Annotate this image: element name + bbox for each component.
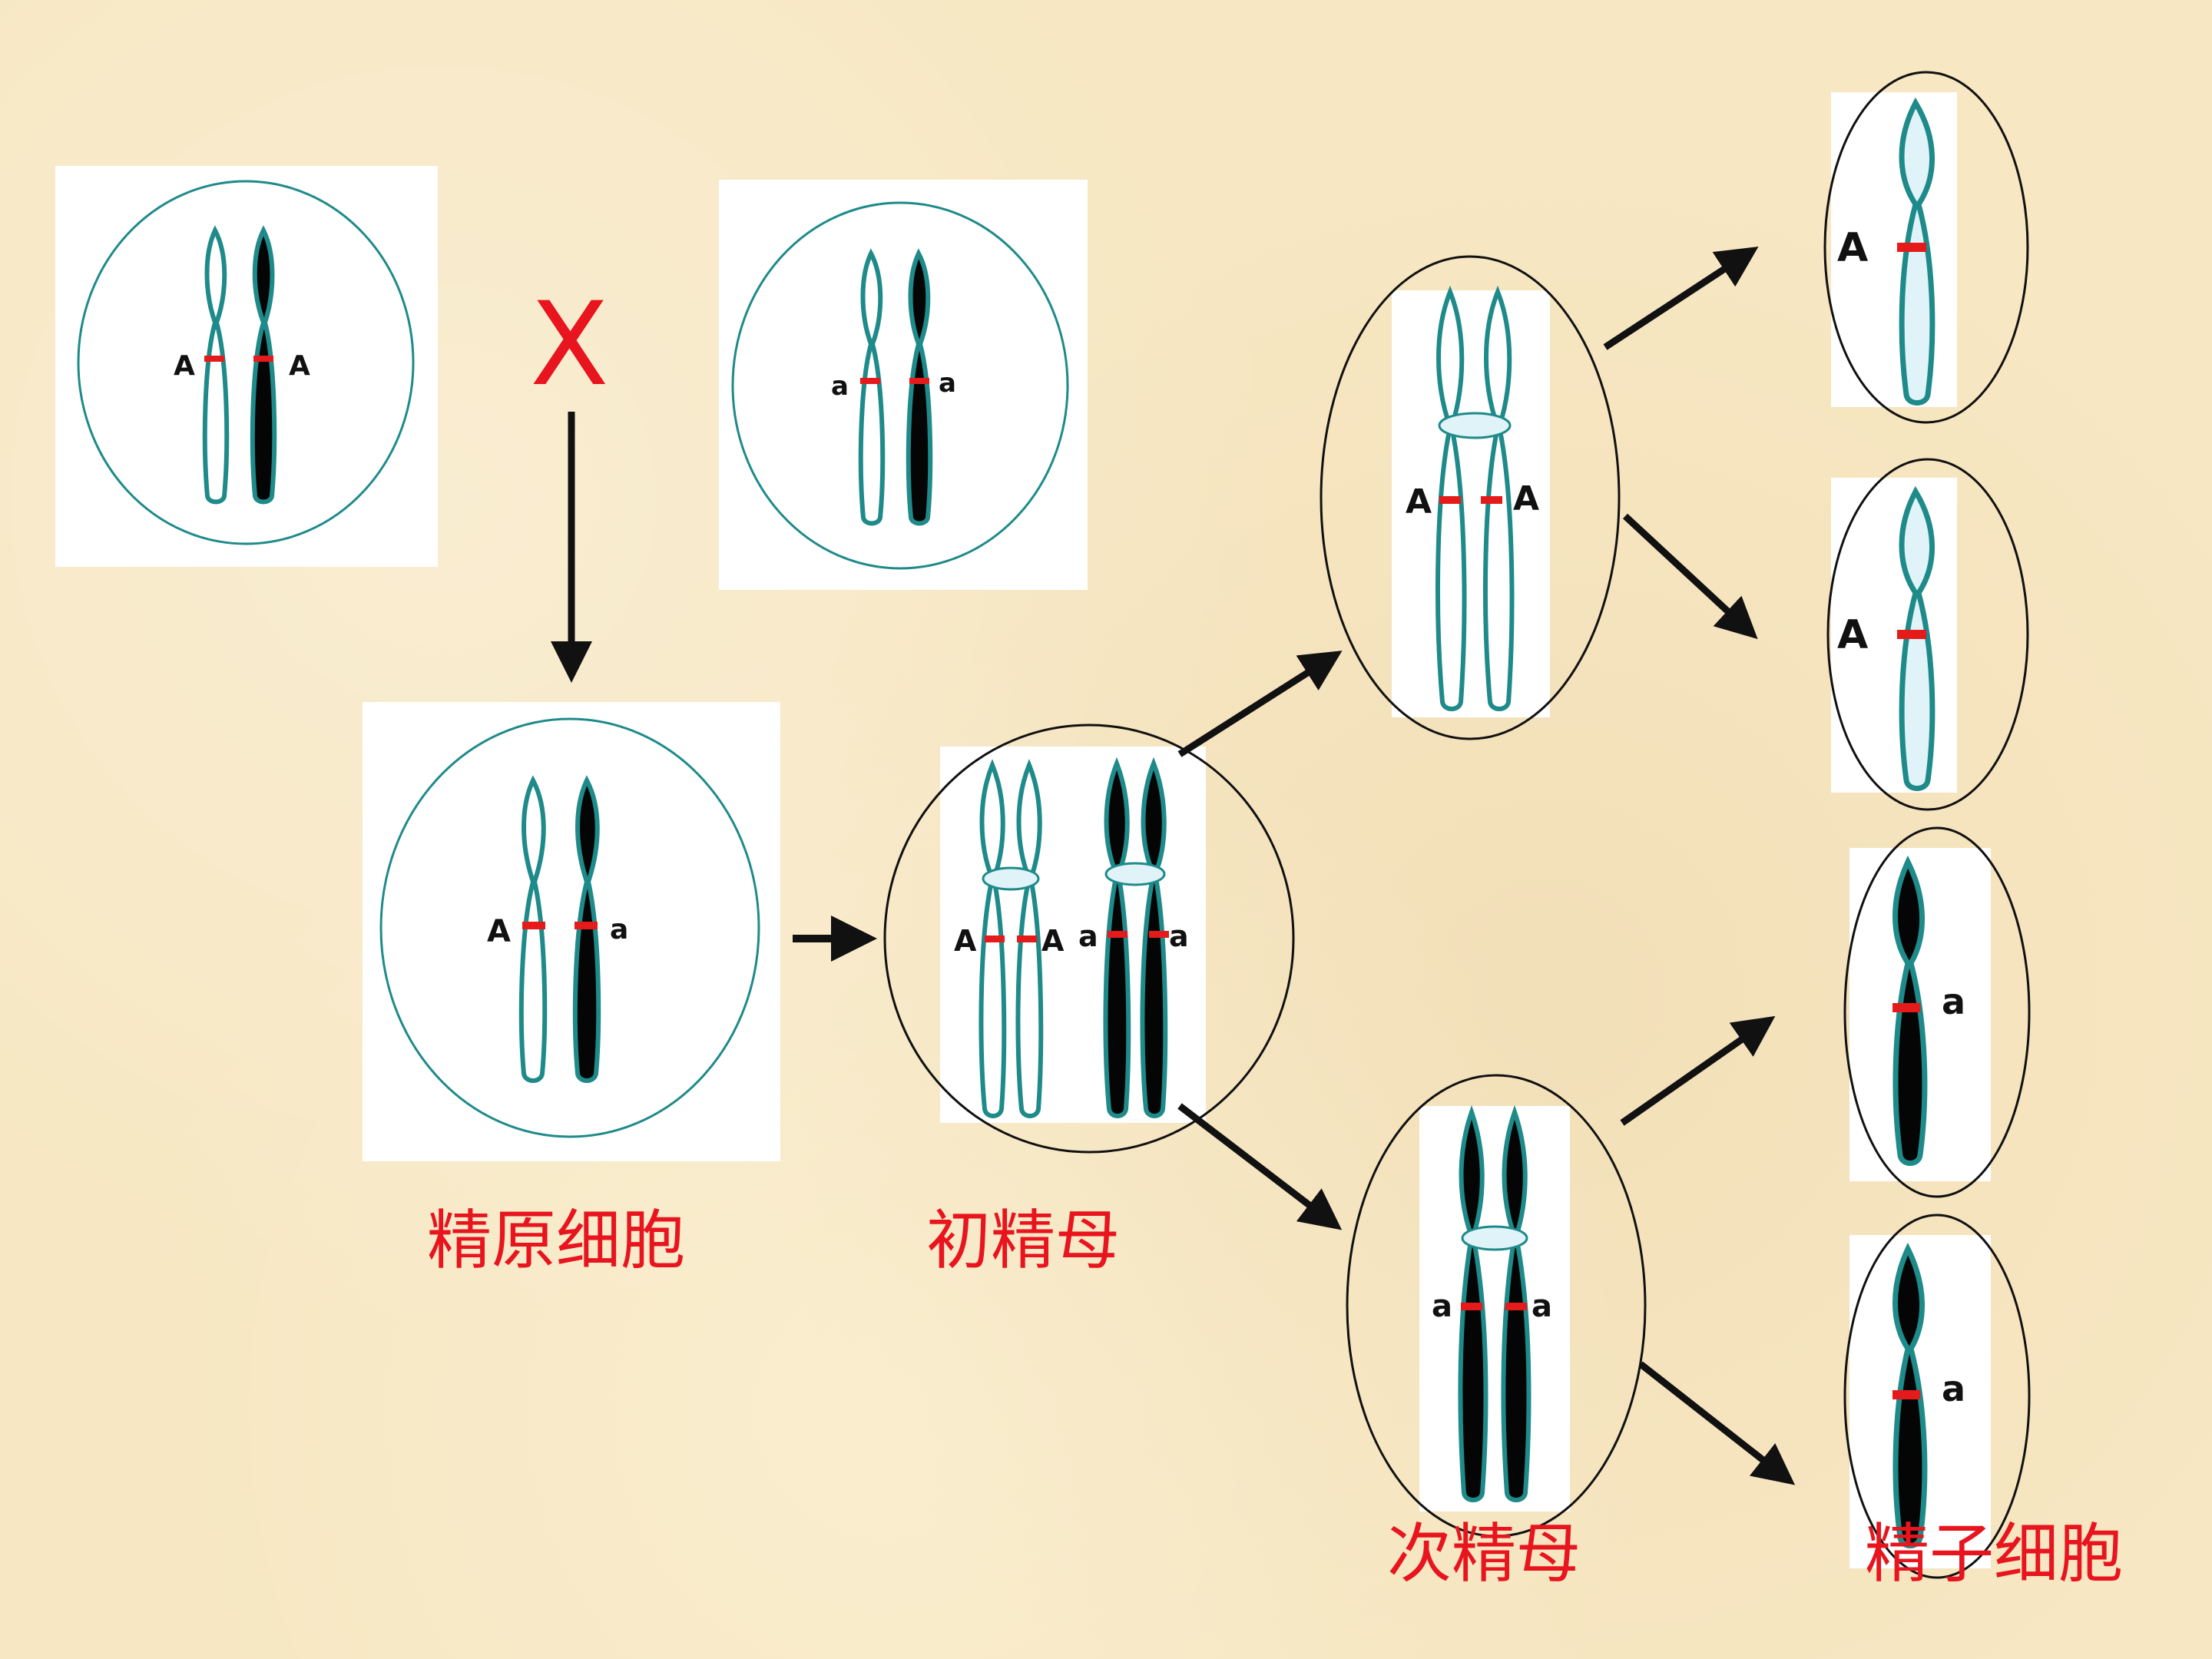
sperm-cell-2: A bbox=[1826, 458, 2029, 811]
chromosome-dark bbox=[1892, 855, 1928, 1166]
chromosome-dark bbox=[250, 225, 277, 505]
gene-label: a bbox=[939, 368, 956, 399]
secondary-spermatocyte-A: A A bbox=[1320, 255, 1621, 740]
centromere bbox=[1104, 862, 1166, 886]
gene-label: A bbox=[174, 350, 195, 382]
gene-label: A bbox=[1513, 479, 1539, 518]
gene-label: a bbox=[1078, 919, 1098, 953]
arrow-to-sperm-3 bbox=[1620, 1015, 1776, 1126]
gene-label: a bbox=[1942, 981, 1965, 1022]
sperm-cell-1: A bbox=[1823, 71, 2029, 424]
sperm-cell-3: a bbox=[1843, 826, 2031, 1198]
chromosome-dark bbox=[906, 248, 933, 526]
gene-label: a bbox=[610, 914, 628, 945]
chromosome-dark bbox=[572, 775, 601, 1083]
gene-label: A bbox=[487, 914, 511, 949]
chromosome-pale bbox=[1899, 485, 1936, 791]
stage-label-spermatogonium: 精原细胞 bbox=[427, 1203, 685, 1278]
chromosome-light bbox=[518, 775, 548, 1083]
gene-label: A bbox=[1837, 612, 1868, 658]
arrow-up-right bbox=[1177, 651, 1343, 757]
arrow-to-sperm-2 bbox=[1622, 513, 1758, 640]
gene-label: a bbox=[1532, 1289, 1552, 1324]
spermatogonium-cell: A a bbox=[363, 702, 780, 1161]
gene-label: A bbox=[1041, 924, 1065, 958]
secondary-spermatocyte-a: a a bbox=[1346, 1074, 1647, 1538]
cross-symbol: X bbox=[530, 278, 609, 412]
chromatid-dark bbox=[1103, 757, 1131, 1118]
gene-label: a bbox=[1432, 1289, 1452, 1324]
gene-label: A bbox=[954, 924, 977, 958]
stage-label-secondary-spermatocyte: 次精母 bbox=[1387, 1516, 1581, 1591]
centromere bbox=[982, 866, 1040, 891]
parent-cell-AA: A A bbox=[55, 166, 438, 567]
chromatid-dark bbox=[1140, 757, 1168, 1118]
arrow-down-right bbox=[1177, 1103, 1343, 1230]
gene-label: a bbox=[1169, 919, 1189, 953]
chromosome-light bbox=[202, 225, 230, 505]
arrow-to-sperm-4 bbox=[1638, 1361, 1796, 1485]
centromere bbox=[1461, 1225, 1528, 1251]
stage-label-sperm-cell: 精子细胞 bbox=[1865, 1516, 2123, 1591]
gene-label: a bbox=[1942, 1368, 1965, 1409]
gene-label: a bbox=[831, 371, 849, 402]
arrow-to-sperm-1 bbox=[1603, 247, 1759, 350]
sperm-cell-4: a bbox=[1843, 1214, 2031, 1579]
gene-label: A bbox=[1406, 482, 1432, 522]
chromosome-pale bbox=[1899, 97, 1936, 406]
gene-label: A bbox=[1837, 225, 1868, 271]
gene-label: A bbox=[289, 350, 310, 382]
centromere bbox=[1438, 412, 1512, 439]
chromosome-light bbox=[858, 248, 886, 526]
stage-label-primary-spermatocyte: 初精母 bbox=[926, 1203, 1120, 1278]
parent-cell-aa: a a bbox=[719, 180, 1088, 590]
primary-spermatocyte-cell: A A a a bbox=[883, 724, 1295, 1154]
